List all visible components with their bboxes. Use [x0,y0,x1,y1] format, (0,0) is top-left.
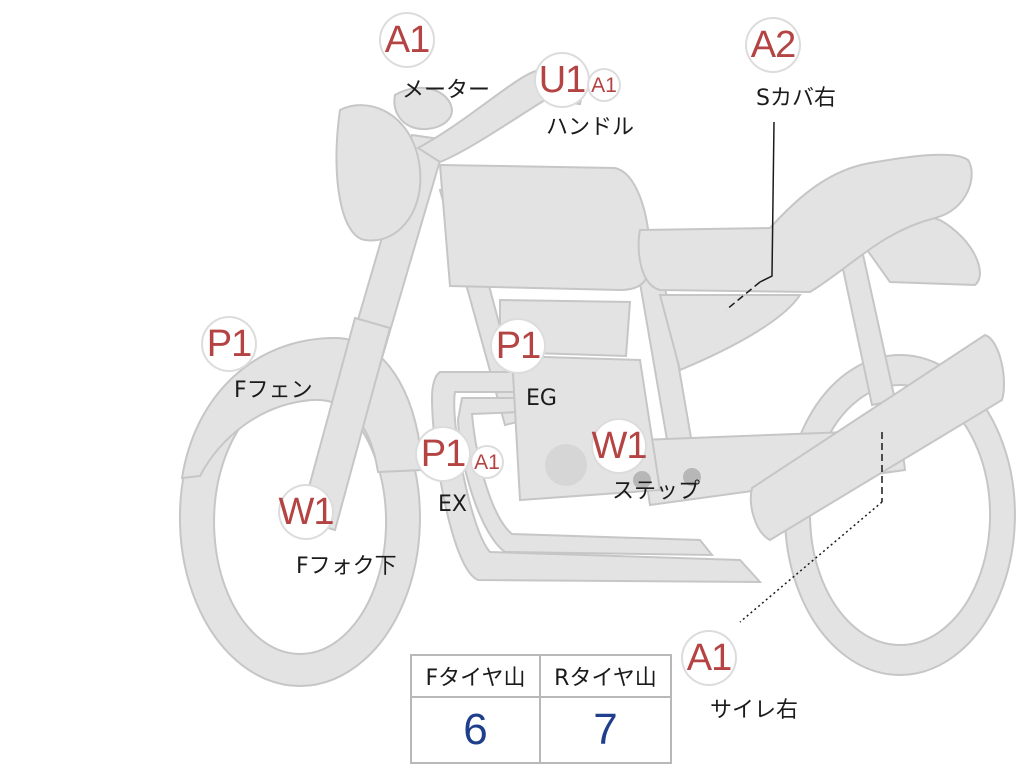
muffler [750,333,1006,542]
front-fender-label: Fフェン [234,378,313,403]
headlight [335,104,422,242]
handle-grade-badge: U1 [536,54,588,106]
silencer-right-grade-badge: A1 [683,632,735,684]
side-cover-right-label: Sカバ右 [756,86,836,111]
handle-sub-grade-badge: A1 [589,70,619,100]
fuel-tank [438,163,652,292]
front-fork-lower-grade-badge: W1 [279,486,335,538]
rear-tire-value: 7 [593,705,618,754]
engine-cover [545,444,587,486]
leader-side-cover-dash [725,281,761,311]
front-tire-value: 6 [412,698,541,762]
meter-label: メーター [402,78,491,103]
rear-tire-header: Rタイヤ山 [541,656,670,698]
front-fork-lower [298,316,392,532]
meter [393,86,454,130]
exhaust-label: EX [438,492,467,517]
side-cover [658,294,802,372]
seat [637,153,973,294]
front-fork-lower-label: Fフォク下 [296,554,397,579]
exhaust-sub-grade-badge: A1 [472,447,502,477]
step-peg-right [683,468,701,486]
step-grade-badge: W1 [592,420,648,472]
tire-tread-table: Fタイヤ山 Rタイヤ山 6 7 [410,654,672,764]
engine-grade-badge: P1 [492,320,544,372]
side-cover-right-grade-badge: A2 [747,19,799,71]
handle-label: ハンドル [546,115,635,140]
step-label: ステップ [612,479,701,504]
step-peg-left [633,471,651,489]
front-fender-grade-badge: P1 [203,318,255,370]
silencer-right-label: サイレ右 [710,698,799,723]
engine-label: EG [526,386,557,411]
front-tire-header: Fタイヤ山 [412,656,541,698]
leader-silencer [739,501,883,623]
exhaust-grade-badge: P1 [417,428,469,480]
leader-side-cover [759,121,775,283]
meter-grade-badge: A1 [381,14,433,66]
